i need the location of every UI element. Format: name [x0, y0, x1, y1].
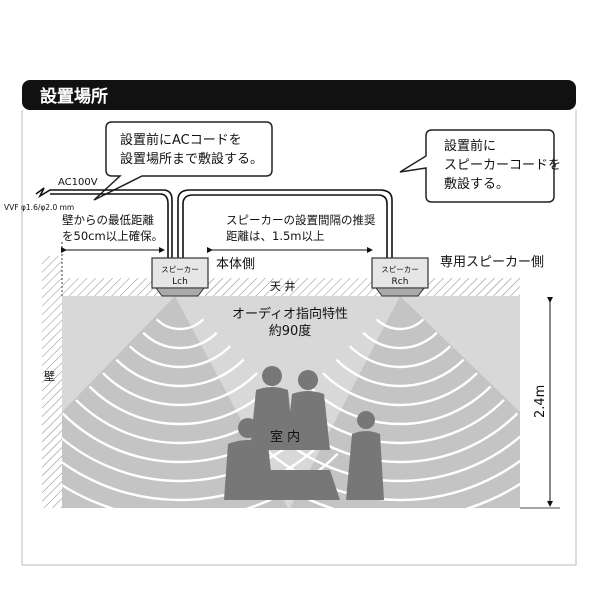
beam-arc: [308, 385, 492, 426]
beam-arc: [62, 439, 326, 502]
callout-right-line3: 敷設する。: [444, 176, 509, 192]
directivity-line2: 約90度: [269, 323, 312, 339]
speaker-lch: スピーカー Lch: [151, 257, 209, 297]
speaker-rch-side-label: 専用スピーカー側: [440, 255, 544, 270]
wall-distance-line1: 壁からの最低距離: [62, 213, 154, 227]
vvf-label: VVF φ1.6/φ2.0 mm: [4, 203, 74, 212]
ac-label: AC100V: [58, 177, 98, 188]
height-label: 2.4m: [533, 385, 548, 418]
beam-arc: [335, 358, 465, 388]
interior-label: 室 内: [270, 429, 300, 445]
spacing-line2: 距離は、1.5m以上: [226, 229, 325, 243]
speaker-lch-line2: Lch: [172, 277, 188, 287]
beam-arc: [254, 439, 520, 502]
beam-arc: [88, 385, 272, 426]
beam-arc: [348, 345, 452, 369]
spacing-line1: スピーカーの設置間隔の推奨: [226, 213, 376, 227]
directivity-line1: オーディオ指向特性: [232, 306, 348, 322]
speaker-cable-outer: [177, 189, 393, 262]
header-title: 設置場所: [40, 86, 108, 107]
beam-arc: [115, 358, 245, 388]
callout-right-line2: スピーカーコードを: [444, 158, 561, 173]
callout-right: [399, 129, 555, 203]
people-silhouettes: [224, 366, 384, 500]
beam-arc: [128, 345, 232, 369]
callout-left: [93, 121, 273, 201]
beam-arc: [142, 331, 218, 350]
speaker-lch-line1: スピーカー: [161, 265, 199, 274]
ceiling-label: 天 井: [270, 279, 296, 293]
beam-arc: [375, 318, 425, 331]
beam-arc: [102, 372, 258, 407]
wall-label: 壁: [44, 369, 55, 383]
wall-distance-line2: を50cm以上確保。: [62, 229, 163, 243]
beam-arc: [62, 425, 312, 483]
wall-hatch: [42, 256, 62, 508]
ac-cable-inner: [50, 193, 169, 262]
header-bar: [22, 80, 576, 110]
callout-left-line1: 設置前にACコードを: [120, 132, 242, 148]
beam-arc: [322, 372, 478, 407]
callout-left-line2: 設置場所まで敷設する。: [120, 151, 263, 167]
speaker-cable-inner: [182, 194, 388, 262]
beam-arc: [268, 425, 520, 483]
beam-arc: [362, 331, 438, 350]
beam-arc: [155, 318, 205, 331]
speaker-rch-line1: スピーカー: [381, 265, 419, 274]
speaker-rch: スピーカー Rch: [371, 257, 429, 297]
ac-cable: [35, 187, 173, 262]
panel-border: [21, 110, 577, 566]
callout-right-line1: 設置前に: [444, 138, 496, 154]
speaker-rch-line2: Rch: [392, 277, 409, 287]
speaker-lch-side-label: 本体側: [216, 257, 255, 272]
